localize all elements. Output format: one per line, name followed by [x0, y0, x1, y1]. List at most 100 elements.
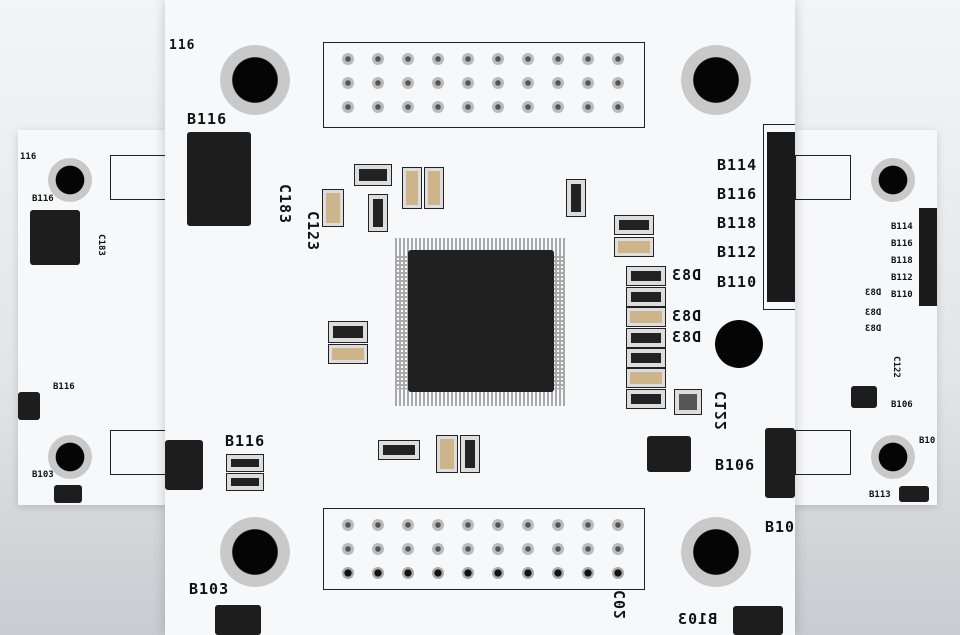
header-pin: [342, 101, 354, 113]
pin-header: [795, 430, 851, 475]
header-pin: [402, 543, 414, 555]
header-pin: [492, 519, 504, 531]
sensor: [674, 389, 702, 415]
silk-label: B103: [32, 470, 54, 480]
header-pin: [582, 519, 594, 531]
silk-label: D83: [671, 328, 702, 346]
capacitor: [424, 167, 444, 209]
silk-label: 116: [20, 152, 37, 162]
pin-header: [110, 430, 166, 475]
mounting-hole: [220, 517, 290, 587]
via-hole: [715, 320, 763, 368]
capacitor: [626, 307, 666, 327]
resistor: [626, 389, 666, 409]
silk-label: C183: [276, 183, 295, 225]
transistor: [647, 436, 691, 472]
header-pin: [492, 543, 504, 555]
silk-label: B116: [717, 185, 758, 203]
capacitor: [322, 189, 344, 227]
header-pin: [522, 53, 534, 65]
connector: [919, 208, 937, 306]
silk-label: B106: [715, 456, 756, 474]
header-pin: [522, 567, 534, 579]
silk-label: B110: [891, 290, 913, 300]
silk-label: B118: [891, 256, 913, 266]
resistor: [460, 435, 480, 473]
header-pin: [552, 543, 564, 555]
header-pin: [342, 543, 354, 555]
header-pin: [552, 53, 564, 65]
header-pin: [612, 101, 624, 113]
left-pcb-view: 116 B116 C183 B116 B103: [18, 130, 166, 505]
silk-label: B110: [717, 273, 758, 291]
header-pin: [612, 53, 624, 65]
header-pin: [522, 543, 534, 555]
transistor: [765, 428, 795, 498]
microcontroller: [408, 250, 554, 392]
soic-ic: [187, 132, 251, 226]
mounting-hole: [220, 45, 290, 115]
mounting-hole: [681, 517, 751, 587]
silk-label: B112: [717, 243, 758, 261]
resistor: [226, 473, 264, 491]
capacitor: [436, 435, 458, 473]
header-pin: [432, 543, 444, 555]
header-pin: [372, 543, 384, 555]
transistor: [851, 386, 877, 408]
silk-label: C122: [712, 390, 731, 432]
header-pin: [432, 567, 444, 579]
main-pcb: 116 C02 B116 C183 C123 D83 D83 D83 C122 …: [165, 0, 795, 635]
header-pin: [582, 567, 594, 579]
resistor: [626, 266, 666, 286]
header-pin: [552, 519, 564, 531]
resistor: [626, 328, 666, 348]
silk-label: B103: [189, 580, 230, 598]
header-pin: [402, 519, 414, 531]
silk-label: D83: [671, 307, 702, 325]
header-pin: [612, 543, 624, 555]
silk-label: 116: [169, 38, 196, 53]
transistor: [899, 486, 929, 502]
silk-label: D83: [865, 308, 882, 318]
silk-label: D83: [671, 266, 702, 284]
silk-label: B114: [891, 222, 913, 232]
silk-label: B112: [891, 273, 913, 283]
header-pin: [432, 53, 444, 65]
header-pin: [462, 101, 474, 113]
transistor: [733, 606, 783, 635]
header-pin: [462, 519, 474, 531]
header-pin: [432, 77, 444, 89]
transistor: [165, 440, 203, 490]
header-pin: [552, 101, 564, 113]
header-pin: [402, 101, 414, 113]
silk-label: B116: [32, 194, 54, 204]
header-pin: [372, 101, 384, 113]
header-pin: [372, 53, 384, 65]
silk-label: D83: [865, 288, 882, 298]
resistor: [614, 215, 654, 235]
header-pin: [402, 567, 414, 579]
silk-label: B103: [677, 610, 718, 628]
header-pin: [522, 77, 534, 89]
silk-label: C183: [95, 234, 106, 256]
silk-label: B116: [53, 382, 75, 392]
header-pin: [522, 519, 534, 531]
header-pin: [612, 567, 624, 579]
pin-header: [110, 155, 166, 200]
capacitor: [402, 167, 422, 209]
transistor: [18, 392, 40, 420]
silk-label: B118: [717, 214, 758, 232]
header-pin: [582, 543, 594, 555]
pin-header: [795, 155, 851, 200]
header-pin: [492, 53, 504, 65]
header-pin: [372, 519, 384, 531]
resistor: [226, 454, 264, 472]
capacitor: [614, 237, 654, 257]
silk-label: C02: [611, 589, 630, 621]
header-pin: [462, 53, 474, 65]
silk-label: B10: [765, 518, 795, 536]
silk-label: B116: [891, 239, 913, 249]
silk-label: B113: [869, 490, 891, 500]
header-pin: [432, 101, 444, 113]
connector-outline: [763, 124, 795, 310]
